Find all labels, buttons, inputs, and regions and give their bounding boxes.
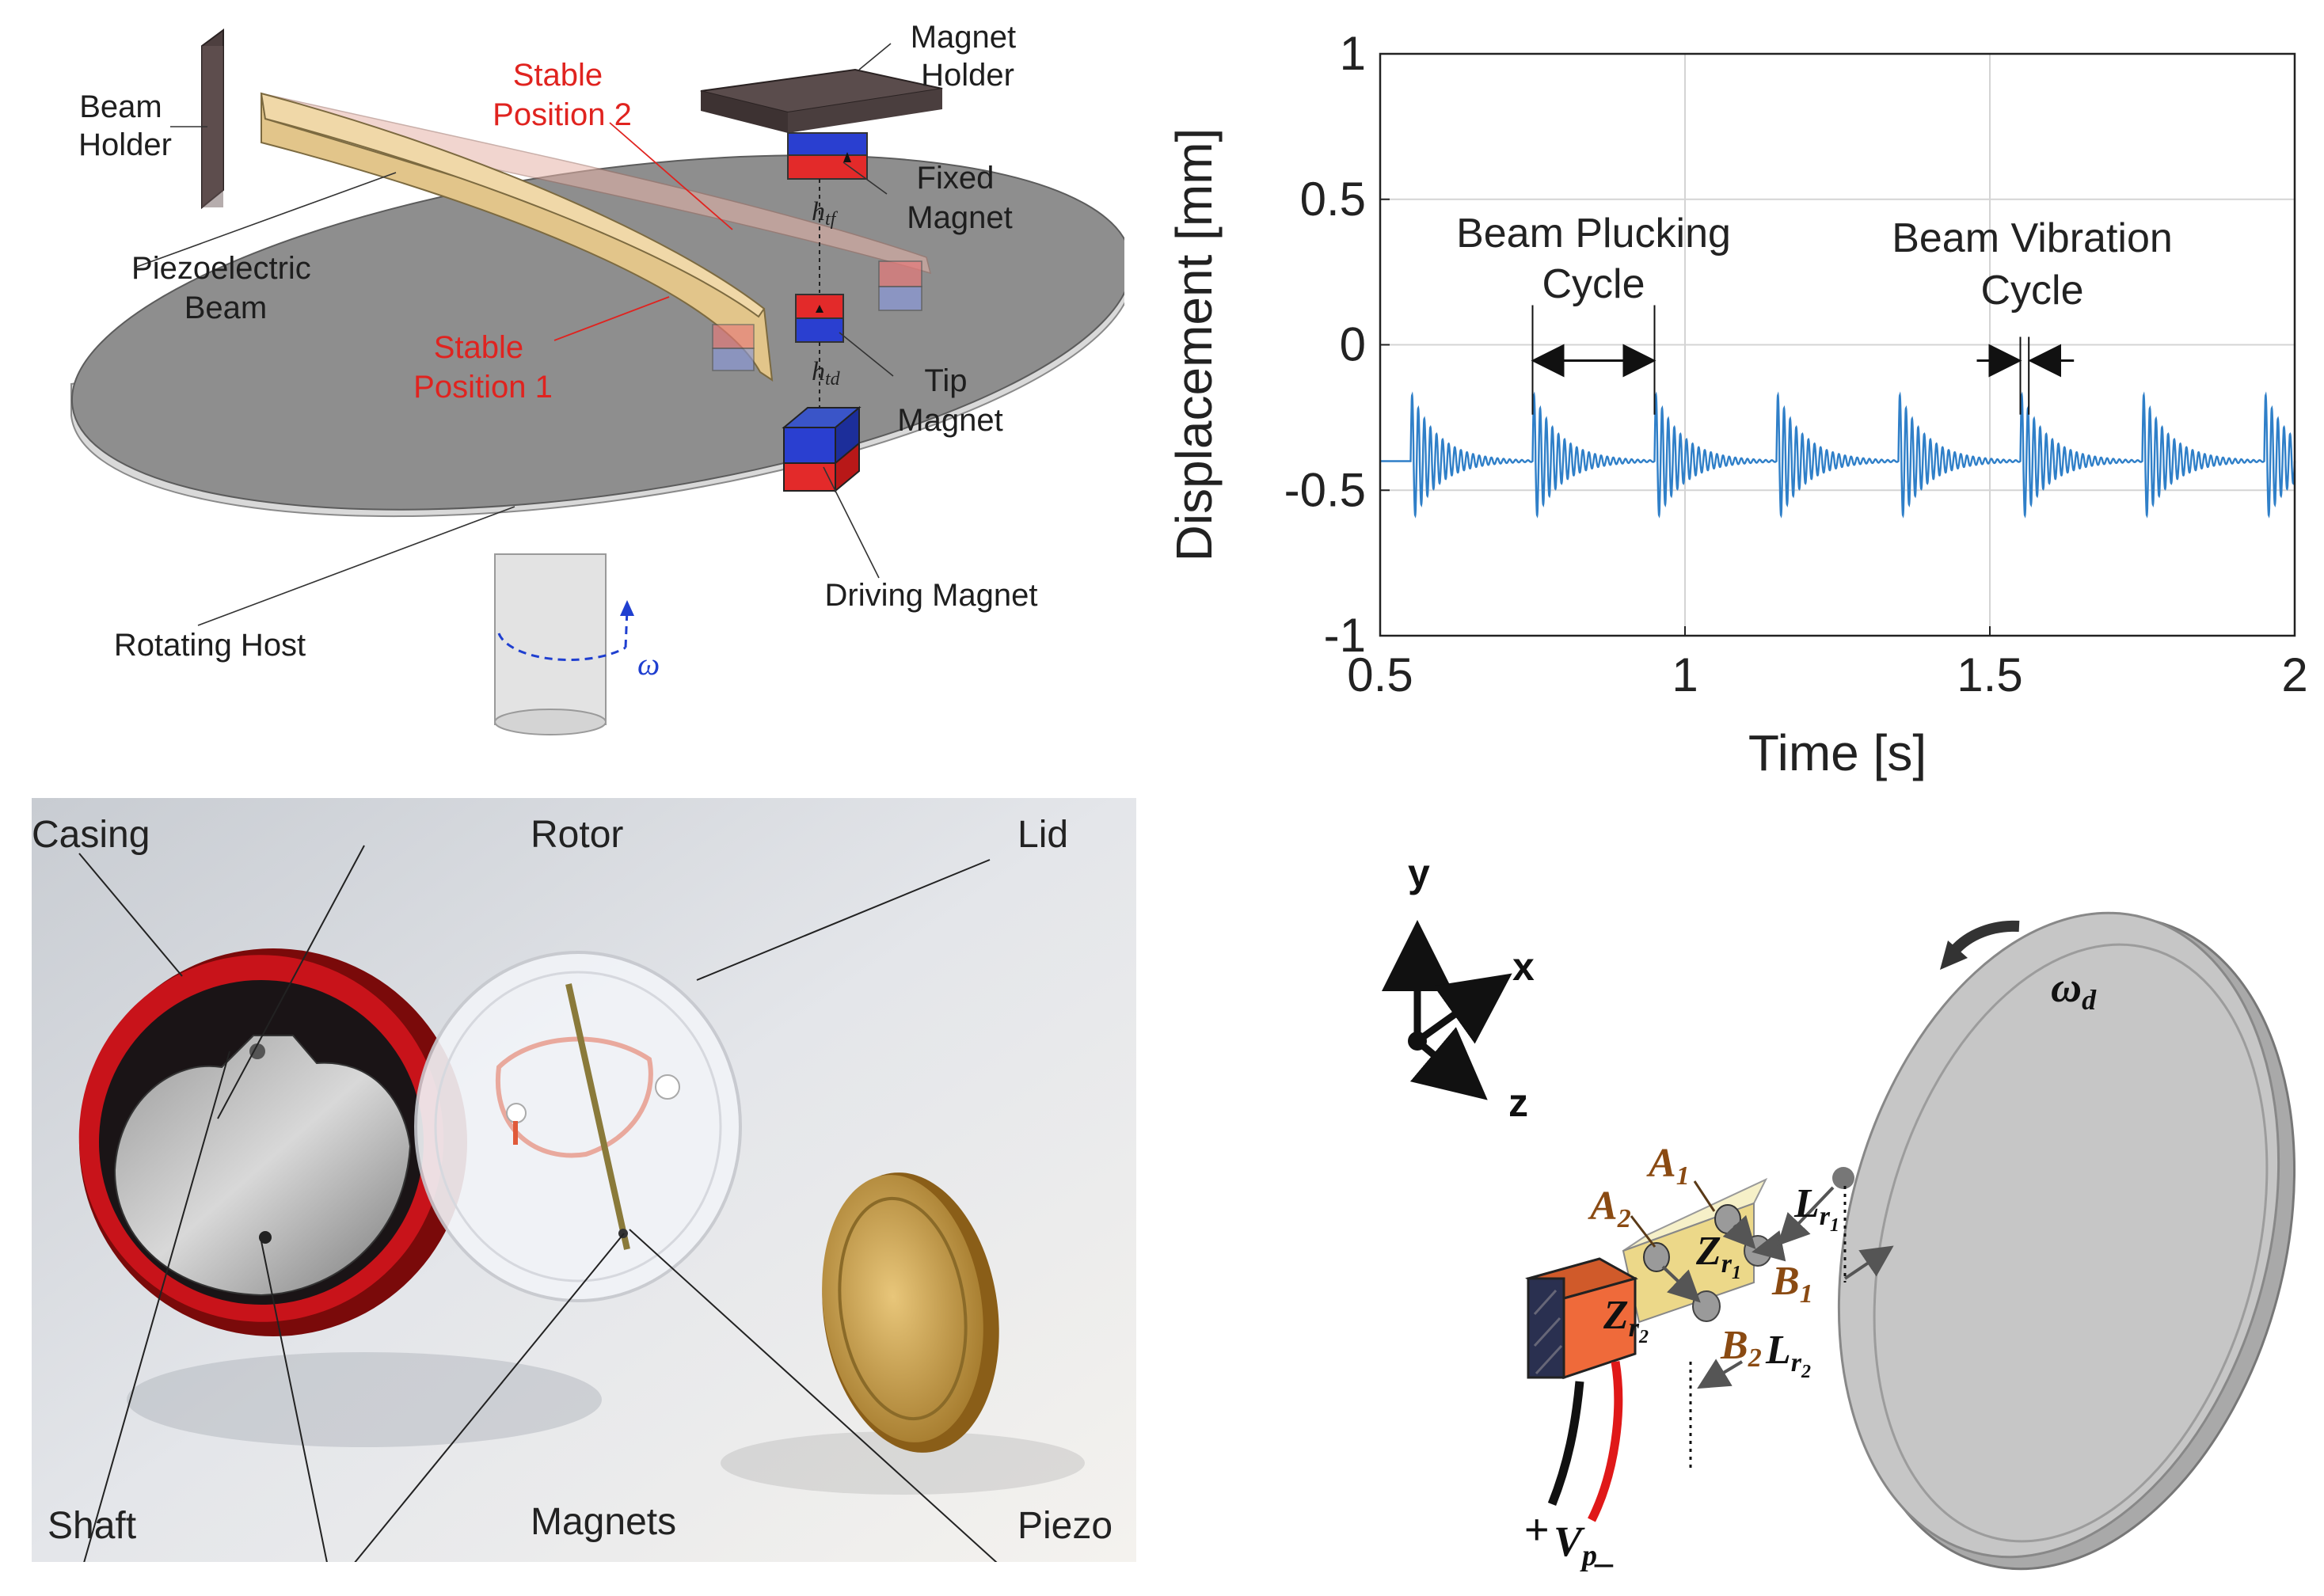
mechanism-drawing: ω [70,20,1134,735]
rotor [113,1035,412,1297]
b1-label: B1 [1771,1259,1813,1309]
plus-terminal-label: + [1524,1506,1550,1553]
a2-label: A2 [1588,1184,1631,1233]
a1-label: A1 [1646,1141,1690,1191]
clamp-block [1525,1257,1638,1380]
x-axis-label: x [1512,944,1535,989]
h-tf-label: htf [812,197,839,230]
magnets-label: Magnets [531,1501,676,1543]
omega-label: ω [637,646,660,682]
tick-labels: 0.5 1 1.5 2 1 0.5 0 -0.5 -1 [1284,27,2308,701]
reference-dots [1689,1186,1847,1472]
leader-lines [134,43,894,626]
zr2-label: Zr2 [1603,1293,1649,1347]
rotation-arrow [497,600,634,662]
piezo-label: Piezo [1017,1505,1113,1547]
tip-magnet-label: Tip Magnet [897,363,1002,438]
y-tick-label: 0.5 [1300,173,1366,226]
fixed-magnet [787,132,868,180]
stable-position-2-label: Stable Position 2 [493,58,632,132]
beam-stable-position-2 [261,93,932,311]
series-layer [1380,391,2296,519]
h-td-label: htd [812,357,841,390]
z-axis-label: z [1508,1081,1528,1125]
b2-label: B2 [1720,1323,1762,1373]
x-tick-label: 2 [2281,648,2307,701]
plot-frame [1379,52,2296,637]
y-tick-label: 1 [1340,27,1366,80]
piezo-strip [565,983,630,1250]
magnet-holder-label: Magnet Holder [911,20,1025,93]
tip-magnet-position-1 [712,324,755,371]
panel-c-device-photo: Casing Rotor Lid Shaft Magnets Piezo [32,798,1136,1562]
driving-magnet [782,405,862,493]
y-tick-label: 0 [1340,318,1366,371]
x-tick-label: 0.5 [1347,648,1413,701]
coordinate-axes [1382,920,1512,1100]
shaft-label: Shaft [48,1505,136,1547]
rotating-disk [1837,911,2296,1571]
disk-magnet-b2 [1692,1290,1721,1322]
lid [414,951,742,1302]
omega-d-label: ωd [2051,963,2097,1016]
beam-holder-label: Beam Holder [78,89,172,162]
fixed-magnet-label: Fixed Magnet [907,161,1012,235]
displacement-line [1380,391,2296,519]
rotor-magnet-dot [259,1231,272,1244]
casing-label: Casing [32,814,150,856]
driving-magnet-label: Driving Magnet [824,578,1037,613]
vp-label: Vp_ [1554,1518,1615,1572]
tip-magnet-position-2 [878,260,922,311]
coin [822,1172,999,1453]
panel-d-disk-schematic: y x z ωd [1338,839,2324,1592]
stable-position-1-label: Stable Position 1 [413,330,553,405]
beam-holder [201,28,224,210]
y-axis-label: Displacement [mm] [1166,128,1223,562]
panel-a-mechanism-schematic: ω [0,0,1134,744]
rotor-label: Rotor [531,814,623,856]
y-tick-label: -0.5 [1284,463,1366,516]
photo-leader-lines [78,845,998,1562]
shaft-point [249,1043,265,1059]
tip-magnet [795,294,844,343]
x-axis-label: Time [s] [1748,724,1927,781]
y-axis-label: y [1408,851,1430,895]
y-tick-label: -1 [1324,609,1366,662]
lid-label: Lid [1017,814,1068,856]
shaft [494,553,607,735]
zr1-label: Zr1 [1695,1229,1741,1283]
lr1-label: Lr1 [1793,1181,1839,1236]
casing [78,948,467,1336]
beam-magnet-a2 [1643,1242,1670,1272]
device-photo-drawing: Casing Rotor Lid Shaft Magnets Piezo [32,798,1136,1562]
red-wire [1588,1361,1623,1522]
lr2-label: Lr2 [1765,1328,1811,1382]
magnet-holder [700,68,943,133]
disk-schematic-drawing: y x z ωd [1382,851,2296,1572]
rotating-host-label: Rotating Host [114,628,306,663]
piezoelectric-beam [260,92,774,382]
black-wire [1547,1381,1584,1507]
red-leader-lines [553,122,733,341]
dimension-lines [1661,1186,1894,1389]
x-tick-label: 1.5 [1957,648,2022,701]
piezoelectric-beam-label: Piezoelectric Beam [131,251,320,325]
x-tick-label: 1 [1672,648,1698,701]
grid [1379,53,2295,636]
